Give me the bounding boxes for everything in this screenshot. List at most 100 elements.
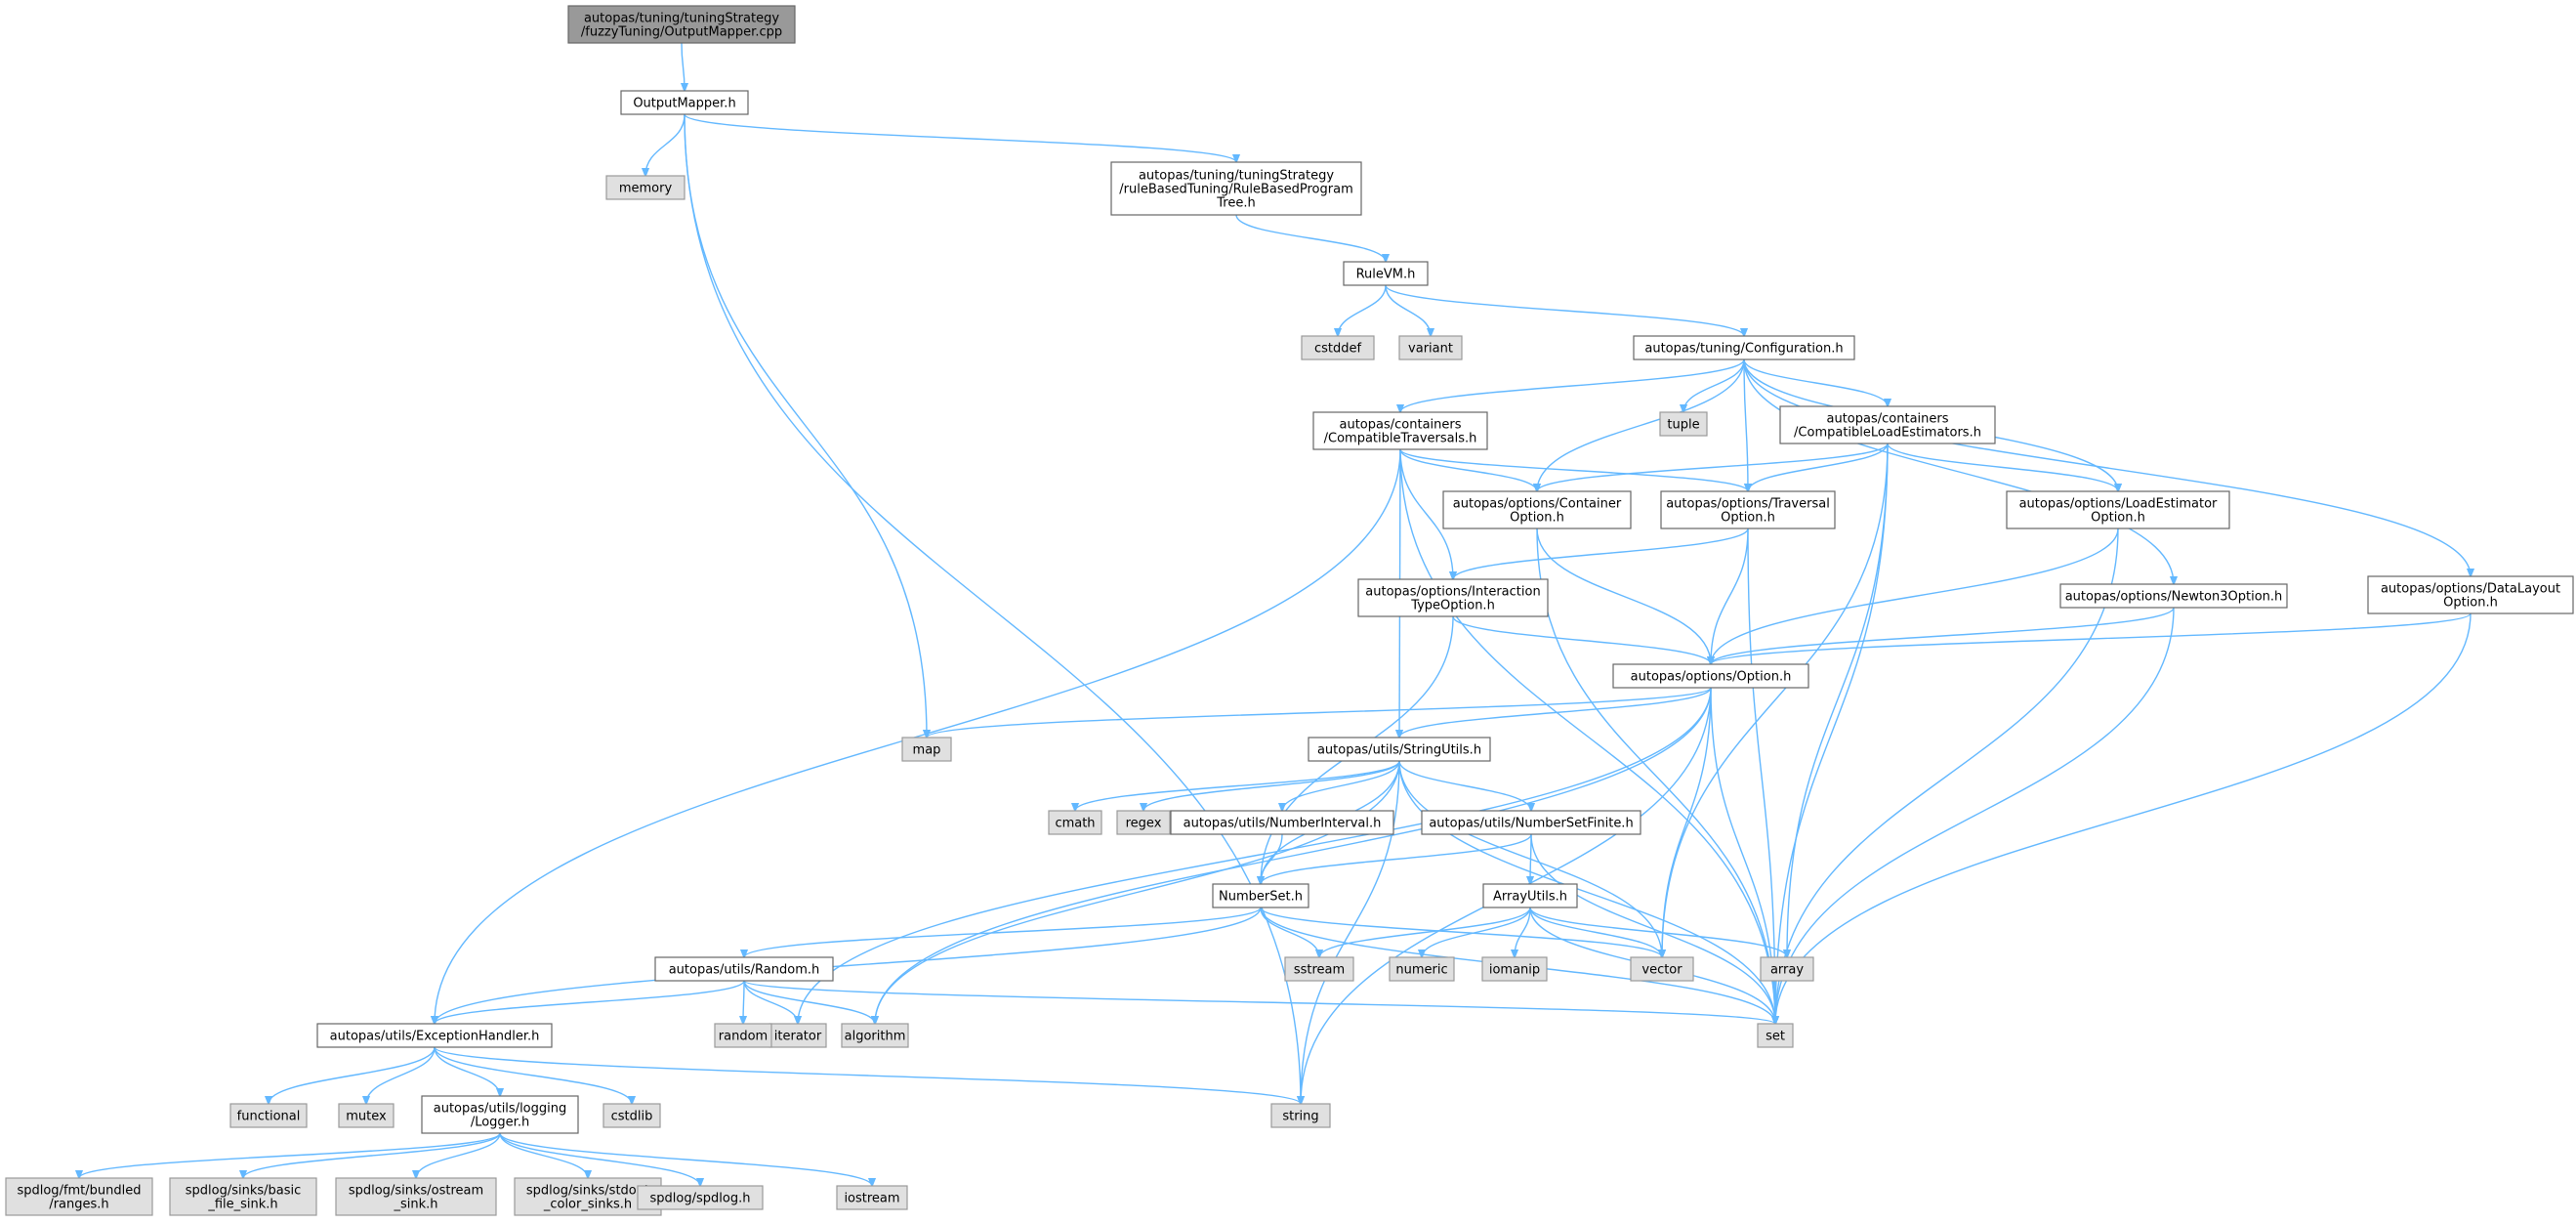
node-regex[interactable]: regex: [1116, 810, 1171, 835]
edge-outputmapper-to-rbpt: [684, 113, 1236, 162]
node-box: [229, 1103, 308, 1128]
node-label: iomanip: [1489, 963, 1540, 978]
edge-compattrav-to-exception: [435, 448, 1401, 1024]
edge-option-to-vector: [1662, 687, 1712, 957]
node-box: [1116, 810, 1171, 835]
node-label: autopas/tuning/Configuration.h: [1644, 342, 1843, 357]
node-label: spdlog/sinks/ostream: [349, 1184, 483, 1199]
node-newton3opt[interactable]: autopas/options/Newton3Option.h: [2059, 583, 2288, 609]
edge-exception-to-logger: [434, 1046, 500, 1096]
node-spdranges[interactable]: spdlog/fmt/bundled/ranges.h: [5, 1177, 153, 1216]
node-box: [1421, 810, 1641, 835]
node-compattrav[interactable]: autopas/containers/CompatibleTraversals.…: [1312, 411, 1488, 450]
node-box: [1482, 883, 1578, 908]
node-spdostream[interactable]: spdlog/sinks/ostream_sink.h: [335, 1177, 497, 1216]
edge-configuration-to-tuple: [1683, 359, 1745, 412]
node-label: RuleVM.h: [1356, 268, 1416, 282]
node-cmath[interactable]: cmath: [1048, 810, 1102, 835]
node-box: [1308, 737, 1491, 762]
node-label: /CompatibleTraversals.h: [1324, 432, 1477, 446]
edge-random_h-to-algorithm: [743, 980, 875, 1024]
edge-compattrav-to-interactionopt: [1399, 448, 1453, 579]
node-numberset[interactable]: NumberSet.h: [1212, 883, 1309, 908]
edge-numsetfinite-to-arrayutils: [1530, 833, 1531, 884]
node-box: [2367, 575, 2574, 614]
edge-stringutils-to-regex: [1143, 760, 1400, 811]
node-configuration[interactable]: autopas/tuning/Configuration.h: [1633, 335, 1855, 360]
node-compatload[interactable]: autopas/containers/CompatibleLoadEstimat…: [1779, 405, 1996, 444]
node-numsetfinite[interactable]: autopas/utils/NumberSetFinite.h: [1421, 810, 1641, 835]
node-logger[interactable]: autopas/utils/logging/Logger.h: [421, 1095, 579, 1134]
edge-traversalopt-to-interactionopt: [1453, 528, 1749, 579]
node-random[interactable]: random: [714, 1023, 772, 1048]
node-rulevm[interactable]: RuleVM.h: [1343, 261, 1429, 286]
node-mutex[interactable]: mutex: [338, 1103, 395, 1128]
node-label: /Logger.h: [471, 1116, 529, 1130]
edge-option-to-stringutils: [1399, 687, 1712, 738]
node-iomanip[interactable]: iomanip: [1481, 956, 1548, 982]
edge-outputmapper-to-map: [684, 113, 927, 738]
node-label: autopas/containers: [1340, 418, 1462, 433]
node-arrayutils[interactable]: ArrayUtils.h: [1482, 883, 1578, 908]
node-box: [1357, 578, 1549, 617]
node-tuple[interactable]: tuple: [1659, 411, 1708, 437]
node-vector[interactable]: vector: [1630, 956, 1694, 982]
node-memory[interactable]: memory: [605, 175, 686, 200]
node-numinterval[interactable]: autopas/utils/NumberInterval.h: [1170, 810, 1394, 835]
node-box: [1284, 956, 1354, 982]
node-exception[interactable]: autopas/utils/ExceptionHandler.h: [316, 1023, 553, 1048]
node-sstream[interactable]: sstream: [1284, 956, 1354, 982]
edge-configuration-to-datalayoutopt: [1743, 359, 2471, 576]
edge-random_h-to-exception: [435, 980, 745, 1024]
node-iostream[interactable]: iostream: [836, 1185, 908, 1210]
edge-outputmapper-to-memory: [645, 113, 686, 176]
node-label: autopas/options/Container: [1453, 497, 1622, 512]
node-outputmapper[interactable]: OutputMapper.h: [620, 90, 749, 115]
node-label: mutex: [346, 1110, 387, 1124]
node-map[interactable]: map: [901, 737, 952, 762]
node-label: cstdlib: [611, 1110, 653, 1124]
node-box: [421, 1095, 579, 1134]
edge-traversalopt-to-set: [1747, 528, 1775, 1024]
edge-newton3opt-to-option: [1711, 607, 2175, 664]
edge-datalayoutopt-to-option: [1711, 612, 2472, 664]
node-array[interactable]: array: [1760, 956, 1814, 982]
node-box: [654, 956, 834, 982]
node-box: [605, 175, 686, 200]
node-label: random: [719, 1030, 768, 1044]
node-box: [1760, 956, 1814, 982]
node-stringutils[interactable]: autopas/utils/StringUtils.h: [1308, 737, 1491, 762]
edge-configuration-to-newton3opt: [1743, 359, 2174, 584]
node-set[interactable]: set: [1757, 1023, 1794, 1048]
node-label: autopas/utils/ExceptionHandler.h: [330, 1030, 540, 1044]
node-cstddef[interactable]: cstddef: [1301, 335, 1375, 360]
node-string[interactable]: string: [1270, 1103, 1331, 1128]
node-cstdlib[interactable]: cstdlib: [602, 1103, 661, 1128]
edge-logger-to-spdlog: [499, 1132, 700, 1186]
node-root[interactable]: autopas/tuning/tuningStrategy/fuzzyTunin…: [567, 5, 796, 44]
node-label: cmath: [1055, 817, 1095, 831]
node-label: ArrayUtils.h: [1493, 890, 1567, 905]
node-algorithm[interactable]: algorithm: [841, 1023, 909, 1048]
node-label: _sink.h: [393, 1198, 437, 1212]
node-numeric[interactable]: numeric: [1389, 956, 1455, 982]
edge-arrayutils-to-iomanip: [1515, 907, 1531, 957]
edge-configuration-to-compattrav: [1400, 359, 1745, 412]
node-spdbasic[interactable]: spdlog/sinks/basic_file_sink.h: [169, 1177, 317, 1216]
node-random_h[interactable]: autopas/utils/Random.h: [654, 956, 834, 982]
node-label: autopas/utils/logging: [434, 1102, 567, 1117]
node-functional[interactable]: functional: [229, 1103, 308, 1128]
node-variant[interactable]: variant: [1398, 335, 1463, 360]
node-option[interactable]: autopas/options/Option.h: [1612, 663, 1809, 689]
node-iterator[interactable]: iterator: [769, 1023, 827, 1048]
node-rbpt[interactable]: autopas/tuning/tuningStrategy/ruleBasedT…: [1110, 161, 1362, 216]
node-label: Tree.h: [1216, 196, 1255, 211]
edge-stringutils-to-numsetfinite: [1398, 760, 1531, 811]
node-spdlog[interactable]: spdlog/spdlog.h: [637, 1185, 764, 1210]
